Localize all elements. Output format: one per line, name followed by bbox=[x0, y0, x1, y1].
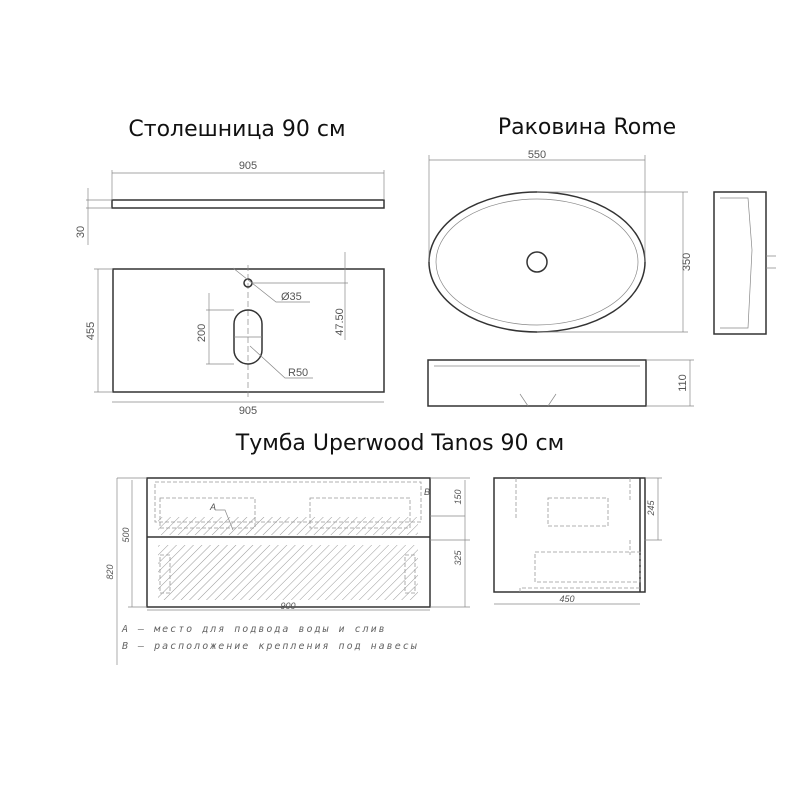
sink-top-view: 550 350 bbox=[428, 149, 693, 333]
dim-countertop-width-top: 905 bbox=[239, 160, 257, 172]
dim-vanity-total-height: 820 bbox=[105, 564, 115, 579]
countertop-title: Столешница 90 см bbox=[128, 117, 345, 142]
vanity-title: Тумба Uperwood Tanos 90 см bbox=[235, 431, 564, 456]
legend-item-a: A – место для подвода воды и слив bbox=[121, 624, 387, 635]
dim-sink-depth: 350 bbox=[681, 253, 693, 271]
vanity-front-view: A B 820 500 150 325 900 bbox=[105, 477, 470, 665]
dim-hole-diameter: Ø35 bbox=[281, 291, 302, 303]
dim-slot-radius: R50 bbox=[288, 367, 308, 379]
dim-countertop-width-bottom: 905 bbox=[239, 405, 257, 417]
dim-mount-height: 245 bbox=[646, 500, 656, 517]
dim-sink-width: 550 bbox=[528, 149, 546, 161]
dim-vanity-depth: 450 bbox=[559, 594, 574, 604]
dim-top-drawer: 150 bbox=[453, 489, 463, 504]
dim-slot-length: 200 bbox=[196, 324, 208, 342]
sink-front-view: 110 bbox=[427, 359, 694, 407]
legend-item-b: B – расположение крепления под навесы bbox=[122, 641, 419, 652]
dim-vanity-width: 900 bbox=[280, 601, 295, 611]
sink-title: Раковина Rome bbox=[498, 115, 676, 140]
mark-a: A bbox=[209, 502, 216, 512]
mark-b: B bbox=[424, 487, 430, 497]
vanity-side-view: 245 450 bbox=[493, 477, 662, 605]
countertop-top-view: 455 200 47.50 Ø35 R50 905 bbox=[85, 252, 385, 417]
dim-countertop-depth: 455 bbox=[85, 322, 97, 340]
sink-side-view bbox=[713, 191, 776, 335]
dim-bottom-drawer: 325 bbox=[453, 550, 463, 566]
dim-vanity-body-height: 500 bbox=[121, 527, 131, 542]
countertop-side-view: 905 30 bbox=[75, 160, 385, 245]
dim-sink-height: 110 bbox=[677, 374, 689, 392]
dim-hole-offset: 47.50 bbox=[334, 308, 346, 336]
dim-countertop-thickness: 30 bbox=[75, 226, 87, 238]
